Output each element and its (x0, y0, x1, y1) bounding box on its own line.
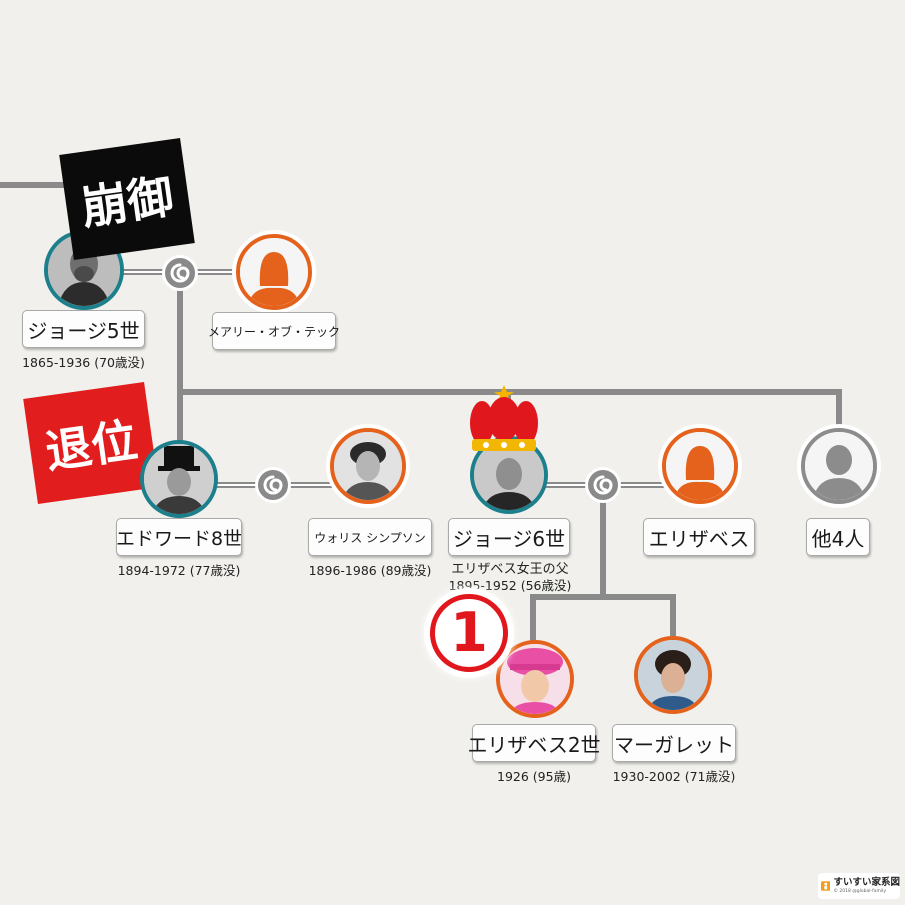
george5-dates: 1865-1936 (70歳没) (22, 355, 145, 370)
george6-note: エリザベス女王の父 (451, 562, 569, 577)
person-silhouette-icon (805, 432, 873, 500)
female-silhouette-icon (240, 238, 308, 306)
others-photo (801, 428, 877, 504)
edward8-photo (140, 440, 218, 518)
line-george6-children-drop (600, 488, 606, 600)
margaret-dates: 1930-2002 (71歳没) (612, 769, 736, 784)
line-from-top-left (0, 182, 70, 188)
abdication-label: 退位 (23, 382, 159, 504)
marriage-symbol-george5 (162, 255, 198, 291)
demise-label: 崩御 (59, 138, 195, 260)
family-logo-icon (821, 881, 831, 891)
elizabeth-mother-photo (662, 428, 738, 504)
edward8-dates: 1894-1972 (77歳没) (117, 563, 241, 578)
crown-icon (470, 385, 538, 451)
line-to-others (836, 389, 842, 431)
line-to-elizabeth2 (530, 594, 536, 642)
number-marker: 1 (424, 588, 514, 678)
wallis-dates: 1896-1986 (89歳没) (308, 563, 432, 578)
margaret-photo (634, 636, 712, 714)
others-name: 他4人 (806, 518, 870, 556)
edward8-name: エドワード8世 (116, 518, 242, 556)
number-marker-text: 1 (450, 601, 488, 664)
brand-watermark: すいすい家系図 © 2018 @global-family (818, 873, 900, 899)
elizabeth-mother-name: エリザベス (643, 518, 755, 556)
george6-name: ジョージ6世 (448, 518, 570, 556)
brand-name: すいすい家系図 (833, 877, 900, 888)
mary-name: メアリー・オブ・テック (208, 312, 340, 350)
elizabeth2-name: エリザベス2世 (467, 724, 601, 762)
wallis-name: ウォリス シンプソン (308, 518, 432, 556)
female-silhouette-icon (666, 432, 734, 500)
marriage-symbol-george6 (585, 467, 621, 503)
george5-name: ジョージ5世 (22, 310, 145, 348)
margaret-name: マーガレット (612, 724, 736, 762)
elizabeth2-dates: 1926 (95歳) (497, 769, 571, 784)
line-grandchildren-horizontal (530, 594, 676, 600)
line-george5-children-drop (177, 275, 183, 445)
marriage-symbol-edward8 (255, 467, 291, 503)
mary-photo (236, 234, 312, 310)
line-to-margaret (670, 594, 676, 636)
brand-copyright: © 2018 @global-family (833, 888, 887, 894)
wallis-photo (330, 428, 406, 504)
